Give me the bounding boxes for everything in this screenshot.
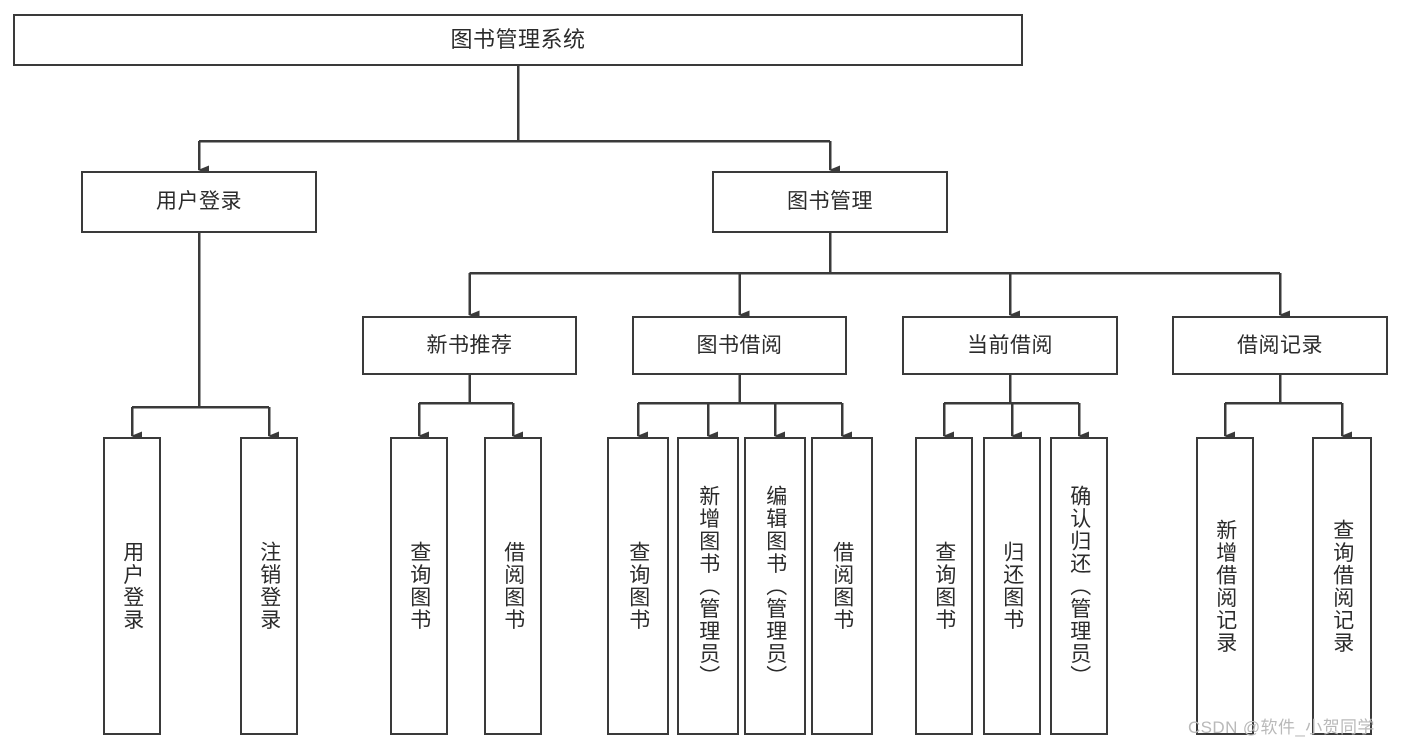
node-label-new-book-recommend: 新书推荐 xyxy=(426,333,513,357)
node-label-query-book-2: 查询图书 xyxy=(626,541,650,631)
connector-lines xyxy=(130,66,1352,441)
node-label-return-book: 归还图书 xyxy=(1000,541,1024,631)
node-return-book[interactable]: 归还图书 xyxy=(983,437,1041,735)
node-book-manage[interactable]: 图书管理 xyxy=(712,171,948,233)
node-add-borrow-record[interactable]: 新增借阅记录 xyxy=(1196,437,1254,735)
node-label-edit-book: 编辑图书（管理员） xyxy=(763,484,787,688)
node-label-confirm-return: 确认归还（管理员） xyxy=(1067,484,1091,688)
node-confirm-return[interactable]: 确认归还（管理员） xyxy=(1050,437,1108,735)
node-label-add-book: 新增图书（管理员） xyxy=(696,484,720,688)
node-borrow-record[interactable]: 借阅记录 xyxy=(1172,316,1388,375)
watermark-text: CSDN @软件_小贺同学 xyxy=(1188,718,1375,737)
node-label-add-borrow-record: 新增借阅记录 xyxy=(1213,518,1237,654)
node-borrow-book-2[interactable]: 借阅图书 xyxy=(811,437,873,735)
node-label-current-borrow: 当前借阅 xyxy=(967,333,1053,357)
node-label-book-manage: 图书管理 xyxy=(787,190,873,214)
node-edit-book[interactable]: 编辑图书（管理员） xyxy=(744,437,806,735)
node-book-borrow[interactable]: 图书借阅 xyxy=(632,316,847,375)
node-root[interactable]: 图书管理系统 xyxy=(13,14,1023,66)
node-label-borrow-record: 借阅记录 xyxy=(1237,333,1323,357)
node-query-book-3[interactable]: 查询图书 xyxy=(915,437,973,735)
node-user-logout[interactable]: 注销登录 xyxy=(240,437,298,735)
node-label-user-login: 用户登录 xyxy=(156,190,242,214)
node-label-root: 图书管理系统 xyxy=(450,26,586,52)
node-label-book-borrow: 图书借阅 xyxy=(696,333,783,357)
node-label-user-login-do: 用户登录 xyxy=(120,541,144,631)
node-query-book-1[interactable]: 查询图书 xyxy=(390,437,448,735)
node-query-book-2[interactable]: 查询图书 xyxy=(607,437,669,735)
node-user-login-do[interactable]: 用户登录 xyxy=(103,437,161,735)
node-add-book[interactable]: 新增图书（管理员） xyxy=(677,437,739,735)
node-label-query-borrow-record: 查询借阅记录 xyxy=(1330,518,1354,654)
node-query-borrow-record[interactable]: 查询借阅记录 xyxy=(1312,437,1372,735)
node-label-query-book-1: 查询图书 xyxy=(407,541,431,631)
node-borrow-book-1[interactable]: 借阅图书 xyxy=(484,437,542,735)
node-label-query-book-3: 查询图书 xyxy=(932,541,956,631)
node-label-borrow-book-2: 借阅图书 xyxy=(830,541,854,631)
node-label-borrow-book-1: 借阅图书 xyxy=(501,541,525,631)
node-current-borrow[interactable]: 当前借阅 xyxy=(902,316,1118,375)
node-label-user-logout: 注销登录 xyxy=(257,541,281,631)
node-user-login[interactable]: 用户登录 xyxy=(81,171,317,233)
node-new-book-recommend[interactable]: 新书推荐 xyxy=(362,316,577,375)
